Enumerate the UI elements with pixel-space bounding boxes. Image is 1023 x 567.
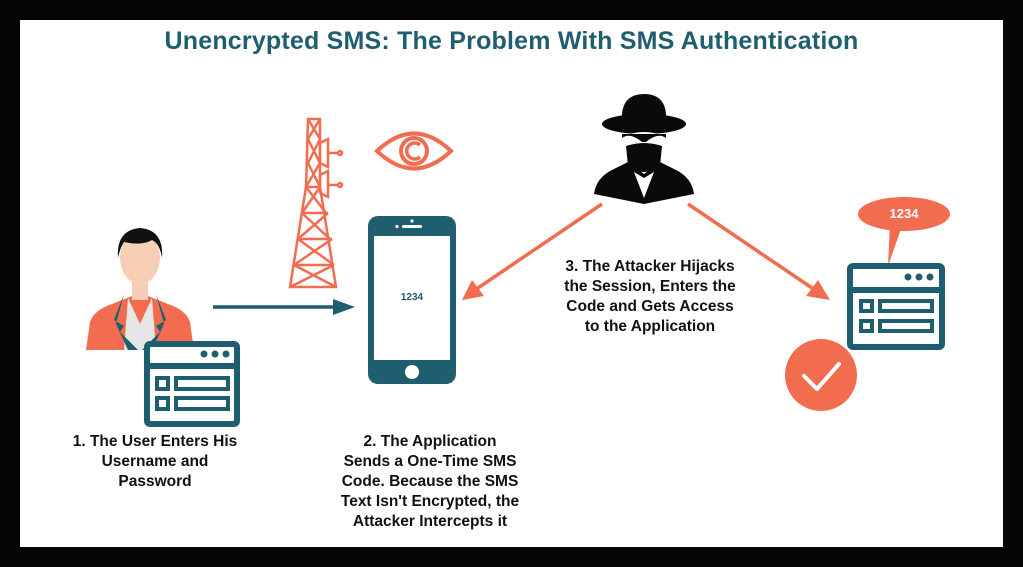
speech-bubble-code: 1234 bbox=[889, 206, 919, 221]
step-2-caption: 2. The Application Sends a One-Time SMS … bbox=[340, 433, 520, 530]
step-1-caption: 1. The User Enters His Username and Pass… bbox=[72, 433, 238, 490]
eye-icon bbox=[374, 128, 454, 174]
arrow-icon bbox=[213, 297, 357, 317]
arrow-icon bbox=[458, 200, 608, 305]
arrow-icon bbox=[684, 200, 834, 305]
phone-sms-code: 1234 bbox=[400, 292, 424, 303]
checkmark-icon bbox=[784, 338, 858, 412]
step-3-caption: 3. The Attacker Hijacks the Session, Ent… bbox=[564, 258, 736, 335]
login-form-icon bbox=[144, 341, 240, 427]
speech-bubble-icon bbox=[856, 196, 952, 268]
smartphone-icon bbox=[368, 216, 456, 384]
hacker-icon bbox=[592, 90, 696, 204]
diagram-canvas bbox=[20, 20, 1003, 547]
cell-tower-icon bbox=[286, 115, 358, 290]
diagram-title: Unencrypted SMS: The Problem With SMS Au… bbox=[164, 27, 859, 55]
app-window-icon bbox=[847, 263, 945, 350]
user-icon bbox=[84, 224, 196, 352]
